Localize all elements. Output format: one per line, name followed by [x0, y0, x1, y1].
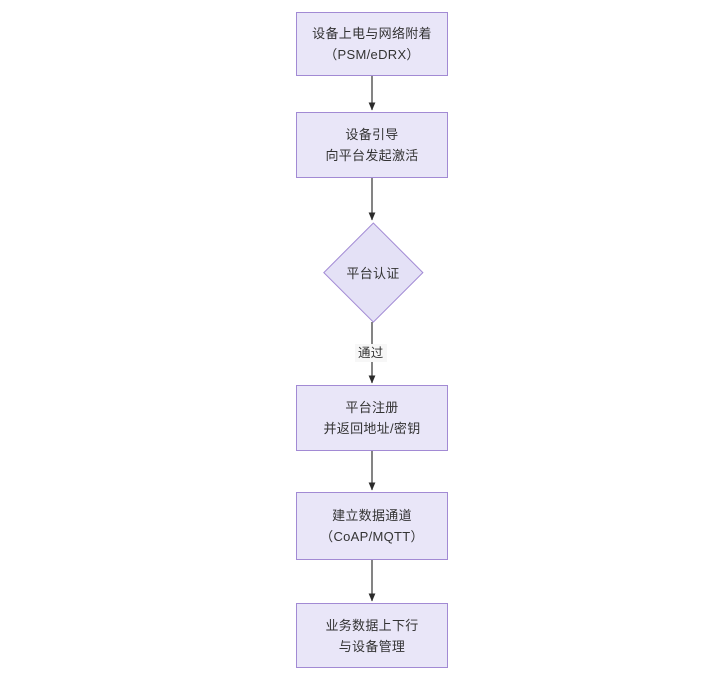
- node-device-bootstrap[interactable]: 设备引导 向平台发起激活: [296, 112, 448, 178]
- node-platform-register[interactable]: 平台注册 并返回地址/密钥: [296, 385, 448, 451]
- node-business-data-management[interactable]: 业务数据上下行 与设备管理: [296, 603, 448, 668]
- edge-label-auth-pass: 通过: [355, 344, 387, 362]
- node-device-bootstrap-label: 设备引导 向平台发起激活: [325, 127, 419, 163]
- node-platform-auth-decision[interactable]: 平台认证: [323, 222, 423, 322]
- node-platform-auth-label: 平台认证: [346, 265, 400, 281]
- node-platform-register-label: 平台注册 并返回地址/密钥: [323, 400, 421, 436]
- node-business-data-management-label: 业务数据上下行 与设备管理: [325, 617, 419, 654]
- node-establish-data-channel[interactable]: 建立数据通道 （CoAP/MQTT）: [296, 492, 448, 560]
- node-establish-data-channel-label: 建立数据通道 （CoAP/MQTT）: [320, 508, 424, 544]
- node-device-power-on[interactable]: 设备上电与网络附着 （PSM/eDRX）: [296, 12, 448, 76]
- node-device-power-on-label: 设备上电与网络附着 （PSM/eDRX）: [312, 26, 432, 62]
